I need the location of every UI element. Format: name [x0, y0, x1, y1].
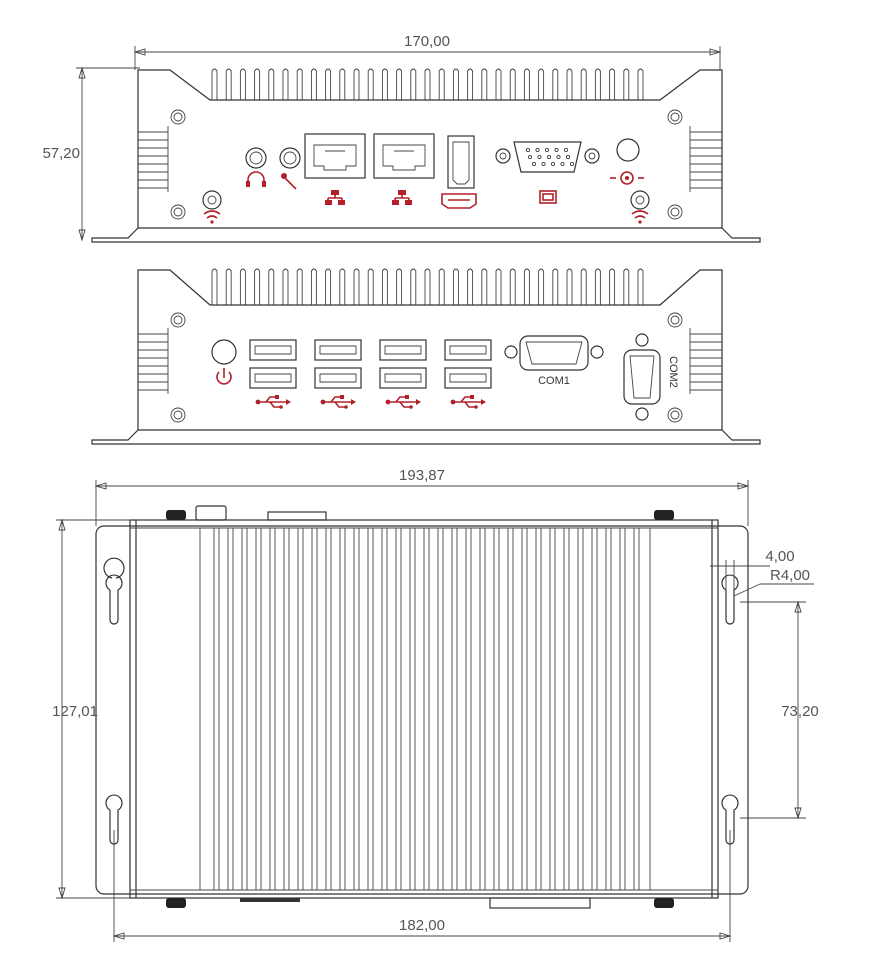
dc-power-icon: [610, 171, 644, 185]
microphone-jack: [279, 147, 301, 169]
lan-port-2: [373, 133, 435, 179]
front-view: [91, 68, 761, 243]
power-button: [211, 339, 237, 365]
slot-radius-label: R4,00: [770, 567, 810, 584]
front-width-dimension: 170,00: [133, 33, 722, 70]
hole-spacing-label: 73,20: [781, 703, 819, 720]
dc-power-jack: [616, 138, 640, 162]
rear-view-fins: [211, 268, 644, 305]
wifi-icon: [203, 210, 221, 224]
com1-port: [504, 335, 604, 371]
usb-icon: [255, 395, 291, 409]
headphone-icon: [246, 171, 266, 187]
top-depth-label: 127,01: [52, 703, 98, 720]
screw-hole: [170, 204, 186, 220]
rear-view: COM1 COM2: [91, 268, 761, 445]
com1-label: COM1: [538, 375, 570, 387]
front-height-label: 57,20: [42, 145, 80, 162]
rubber-foot: [166, 510, 186, 520]
hole-span-dimension: 182,00: [112, 830, 732, 942]
slot-width-dimension: 4,00: [710, 548, 795, 590]
screw-hole: [667, 204, 683, 220]
hole-spacing-dimension: 73,20: [740, 600, 819, 820]
keyhole-slot: [721, 794, 739, 845]
slot-width-label: 4,00: [765, 548, 794, 565]
hdmi-port: [447, 135, 475, 189]
top-width-label: 193,87: [399, 467, 445, 484]
keyhole-slot: [105, 794, 123, 845]
network-icon: [325, 190, 345, 205]
front-height-dimension: 57,20: [42, 66, 140, 242]
top-view: [95, 505, 749, 909]
usb-port: [444, 367, 492, 389]
left-side-fins: [138, 126, 169, 192]
keyhole-slot: [103, 557, 125, 625]
lan-port-1: [304, 133, 366, 179]
antenna-connector-right: [630, 190, 650, 210]
rubber-foot: [654, 510, 674, 520]
rubber-foot: [166, 898, 186, 908]
slot-radius-dimension: R4,00: [733, 567, 814, 597]
usb-icon: [320, 395, 356, 409]
hole-span-label: 182,00: [399, 917, 445, 934]
screw-hole: [667, 109, 683, 125]
right-side-fins: [689, 126, 722, 192]
usb-port: [444, 339, 492, 361]
top-depth-dimension: 127,01: [52, 518, 130, 900]
usb-icon: [450, 395, 486, 409]
hdmi-icon: [441, 193, 477, 209]
front-view-fins: [211, 68, 644, 100]
usb-port: [379, 367, 427, 389]
monitor-icon: [539, 190, 557, 204]
network-icon: [392, 190, 412, 205]
com2-port: [623, 333, 661, 421]
power-icon: [216, 368, 232, 385]
usb-port: [249, 367, 297, 389]
microphone-icon: [281, 173, 297, 190]
usb-port: [314, 339, 362, 361]
com2-label: COM2: [667, 356, 679, 388]
screw-hole: [170, 109, 186, 125]
usb-ports: [249, 339, 492, 409]
screw-hole: [667, 407, 683, 423]
usb-port: [379, 339, 427, 361]
rubber-foot: [654, 898, 674, 908]
left-side-fins: [138, 328, 169, 394]
vga-port: [495, 141, 600, 173]
heatsink-fins: [199, 528, 651, 890]
headphone-jack: [245, 147, 267, 169]
screw-hole: [170, 312, 186, 328]
usb-port: [249, 339, 297, 361]
top-width-dimension: 193,87: [94, 467, 750, 526]
screw-hole: [667, 312, 683, 328]
keyhole-slot: [721, 574, 739, 625]
usb-port: [314, 367, 362, 389]
antenna-connector-left: [202, 190, 222, 210]
usb-icon: [385, 395, 421, 409]
wifi-icon: [631, 210, 649, 224]
front-width-label: 170,00: [404, 33, 450, 50]
right-side-fins: [689, 328, 722, 394]
screw-hole: [170, 407, 186, 423]
